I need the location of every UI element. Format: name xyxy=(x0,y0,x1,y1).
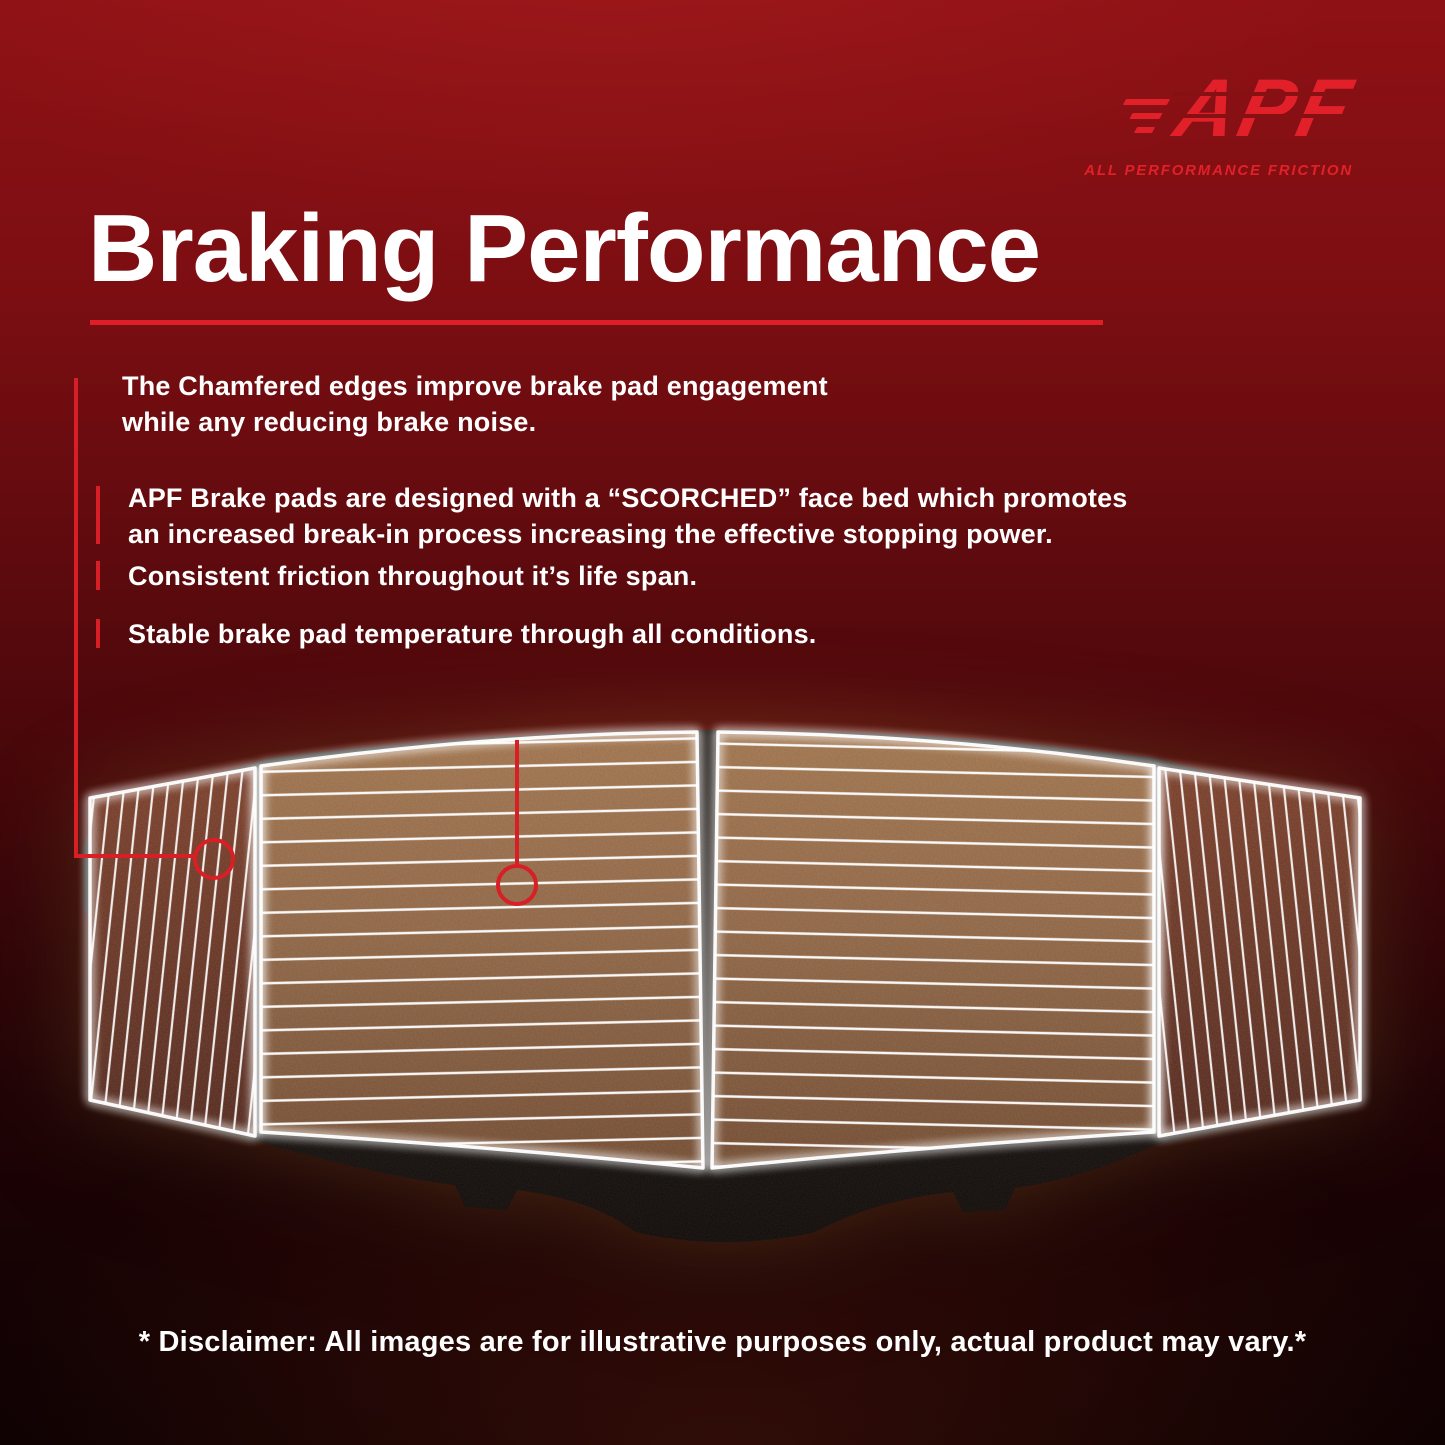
bullet-line: APF Brake pads are designed with a “SCOR… xyxy=(128,483,1128,513)
callout-tick-friction xyxy=(96,561,100,590)
bullet-consistent-friction: Consistent friction throughout it’s life… xyxy=(128,558,697,594)
wing-grooves-left xyxy=(90,768,255,1136)
bullet-chamfered-edges: The Chamfered edges improve brake pad en… xyxy=(122,368,828,440)
bullet-line: while any reducing brake noise. xyxy=(122,407,537,438)
bullet-line: Stable brake pad temperature through all… xyxy=(128,619,817,649)
callout-line-vertical-scorched xyxy=(515,740,519,866)
title-underline xyxy=(90,320,1103,325)
callout-tick-scorched xyxy=(96,486,100,544)
bullet-line: an increased break-in process increasing… xyxy=(128,519,1053,550)
callout-line-horizontal-chamfer xyxy=(74,854,196,858)
brake-pad-image xyxy=(75,680,1375,1270)
logo-speed-lines-icon xyxy=(1108,99,1171,133)
bullet-scorched-face: APF Brake pads are designed with a “SCOR… xyxy=(128,480,1128,552)
brake-pad-svg xyxy=(83,730,1362,1242)
bullet-stable-temperature: Stable brake pad temperature through all… xyxy=(128,616,817,652)
pad-grooves-left xyxy=(261,732,703,1168)
logo-wordmark: APF xyxy=(1167,63,1362,154)
bullet-line: The Chamfered edges improve brake pad en… xyxy=(122,371,828,401)
callout-circle-scorched-face xyxy=(496,864,538,906)
brake-pad-friction-material xyxy=(90,732,1360,1168)
logo-brand-text: APF xyxy=(1167,63,1363,154)
logo-slit-decoration xyxy=(1169,114,1356,118)
wing-grooves-right xyxy=(1159,768,1360,1136)
apf-logo: APF ALL PERFORMANCE FRICTION xyxy=(1084,63,1363,179)
page-title: Braking Performance xyxy=(88,195,1041,302)
disclaimer-text: * Disclaimer: All images are for illustr… xyxy=(138,1326,1307,1358)
logo-slit-decoration xyxy=(1173,92,1361,96)
logo-tagline: ALL PERFORMANCE FRICTION xyxy=(1084,162,1353,179)
callout-line-vertical-chamfer xyxy=(74,378,78,858)
pad-grooves-right xyxy=(712,732,1154,1168)
callout-tick-temperature xyxy=(96,619,100,648)
callout-circle-chamfer xyxy=(193,838,235,880)
bullet-line: Consistent friction throughout it’s life… xyxy=(128,561,698,591)
